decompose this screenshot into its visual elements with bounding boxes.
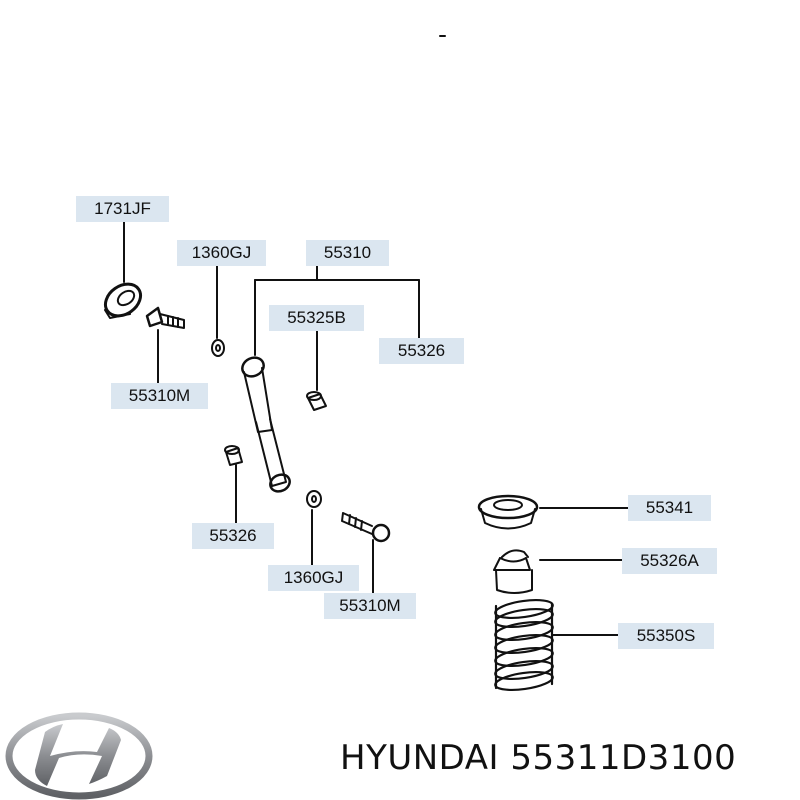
- nut-1360gj-bottom: [306, 490, 322, 508]
- part-label-1731jf: 1731JF: [76, 196, 169, 222]
- part-label-55326a: 55326A: [622, 548, 717, 574]
- bushing-1731jf: [103, 282, 143, 319]
- sleeve-55326-left: [224, 445, 243, 466]
- part-label-55326-right: 55326: [379, 338, 464, 364]
- part-label-55310m-top: 55310M: [111, 383, 208, 409]
- sleeve-55326-right: [306, 391, 327, 411]
- hyundai-logo-icon: [5, 712, 153, 800]
- bolt-55310m-bottom: [341, 512, 391, 543]
- part-label-55310m-bottom: 55310M: [324, 593, 416, 619]
- leader-lines: [123, 221, 629, 636]
- shock-absorber-55310: [241, 356, 291, 493]
- part-label-55325b: 55325B: [269, 305, 364, 331]
- nut-1360gj-top: [211, 339, 225, 357]
- part-label-55310: 55310: [306, 240, 389, 266]
- part-label-55326-left: 55326: [192, 523, 274, 549]
- part-number: 55311D3100: [510, 738, 737, 778]
- coil-spring-55350s: [494, 599, 554, 691]
- brand-name: HYUNDAI: [340, 738, 500, 778]
- bump-stopper-55326a: [493, 549, 533, 594]
- bolt-55310m-top: [145, 306, 185, 329]
- part-label-55350s: 55350S: [618, 623, 714, 649]
- brand-part-number: HYUNDAI 55311D3100: [340, 738, 736, 778]
- spring-seat-55341: [477, 494, 539, 530]
- part-label-1360gj-bottom: 1360GJ: [268, 565, 359, 591]
- part-label-1360gj-top: 1360GJ: [177, 240, 266, 266]
- part-label-55341: 55341: [628, 495, 711, 521]
